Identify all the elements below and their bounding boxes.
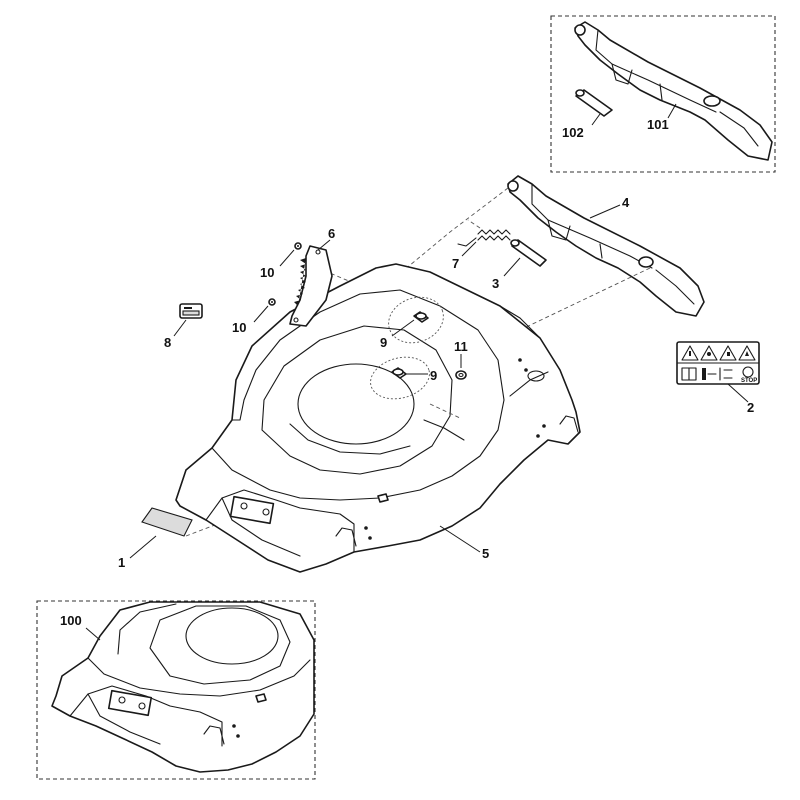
leader-3 [503,257,521,277]
leader-7 [461,241,477,257]
leader-2 [727,383,749,403]
callout-2: 2 [747,400,754,415]
spring-part-7 [457,229,511,247]
callout-9-lower: 9 [430,368,437,383]
assembly-line-flap-right [519,267,651,331]
callout-11: 11 [454,339,468,354]
leader-10-lower [253,305,269,323]
callout-100: 100 [60,613,82,628]
mower-deck-part-5 [175,263,581,573]
plate-part-1 [141,507,193,537]
instruction-icons [681,366,754,381]
leader-8 [173,319,187,337]
leader-10-upper [279,249,295,267]
callout-9-upper: 9 [380,335,387,350]
label-part-8 [179,303,203,319]
screw-part-9-lower [391,367,407,379]
screw-part-9-upper [413,311,429,323]
leader-1 [129,535,157,559]
stop-text: STOP [741,378,757,384]
assembly-line-spring [467,219,481,229]
nut-part-10-lower [268,298,276,306]
callout-102: 102 [562,125,584,140]
rear-flap-alt-part-101 [574,21,773,161]
leader-100 [85,627,101,641]
deck-alt-part-100 [51,601,315,773]
warning-triangle-icon [681,345,756,361]
callout-6: 6 [328,226,335,241]
inset-frame-top-right [550,15,776,173]
callout-10-lower: 10 [232,320,246,335]
callout-10-upper: 10 [260,265,274,280]
leader-101 [667,103,677,119]
leader-102 [591,113,601,126]
pin-part-102 [575,89,613,117]
callout-101: 101 [647,117,669,132]
callout-1: 1 [118,555,125,570]
callout-4: 4 [622,195,630,210]
leader-4 [589,204,621,219]
nut-part-11 [455,370,467,380]
callout-5: 5 [482,546,489,561]
leader-6 [317,239,331,251]
pin-part-3 [510,239,547,267]
rear-flap-part-4 [507,175,705,317]
callout-7: 7 [452,256,459,271]
leader-5 [439,525,481,553]
callout-8: 8 [164,335,171,350]
warning-sticker-part-2: STOP [676,341,760,385]
callout-3: 3 [492,276,499,291]
height-strip-part-6 [289,245,333,327]
inset-frame-bottom-left [36,600,316,780]
nut-part-10-upper [294,242,302,250]
leader-9-upper [391,319,415,337]
